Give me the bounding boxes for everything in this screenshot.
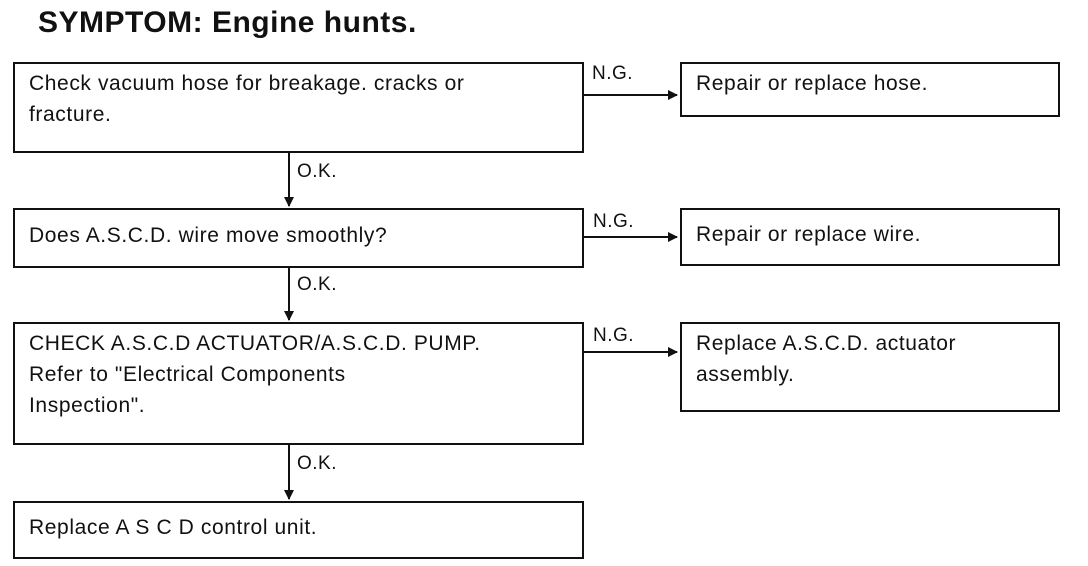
check-box-ascd-wire: Does A.S.C.D. wire move smoothly? xyxy=(13,208,584,268)
action-box-repair-wire: Repair or replace wire. xyxy=(680,208,1060,266)
check-text-line: fracture. xyxy=(29,103,112,126)
ok-label: O.K. xyxy=(297,161,338,182)
ok-label: O.K. xyxy=(297,274,338,295)
ok-label: O.K. xyxy=(297,453,338,474)
ng-label: N.G. xyxy=(593,211,635,232)
action-text-line: Replace A S C D control unit. xyxy=(29,516,318,539)
check-text-line: Inspection". xyxy=(29,394,146,417)
check-text-line: Refer to "Electrical Components xyxy=(29,363,346,386)
check-text-line: Does A.S.C.D. wire move smoothly? xyxy=(29,224,388,247)
ng-label: N.G. xyxy=(593,325,635,346)
action-text-line: Repair or replace wire. xyxy=(696,223,922,246)
action-box-replace-control-unit: Replace A S C D control unit. xyxy=(13,501,584,559)
check-text-line: CHECK A.S.C.D ACTUATOR/A.S.C.D. PUMP. xyxy=(29,332,481,355)
check-text-line: Check vacuum hose for breakage. cracks o… xyxy=(29,72,465,95)
action-box-repair-hose: Repair or replace hose. xyxy=(680,62,1060,117)
action-text-line: assembly. xyxy=(696,363,795,386)
action-text-line: Replace A.S.C.D. actuator xyxy=(696,332,957,355)
check-box-ascd-actuator-pump: CHECK A.S.C.D ACTUATOR/A.S.C.D. PUMP. Re… xyxy=(13,322,584,445)
check-box-vacuum-hose: Check vacuum hose for breakage. cracks o… xyxy=(13,62,584,153)
action-text-line: Repair or replace hose. xyxy=(696,72,929,95)
page-title: SYMPTOM: Engine hunts. xyxy=(38,6,417,39)
ng-label: N.G. xyxy=(592,63,634,84)
action-box-replace-actuator: Replace A.S.C.D. actuator assembly. xyxy=(680,322,1060,412)
